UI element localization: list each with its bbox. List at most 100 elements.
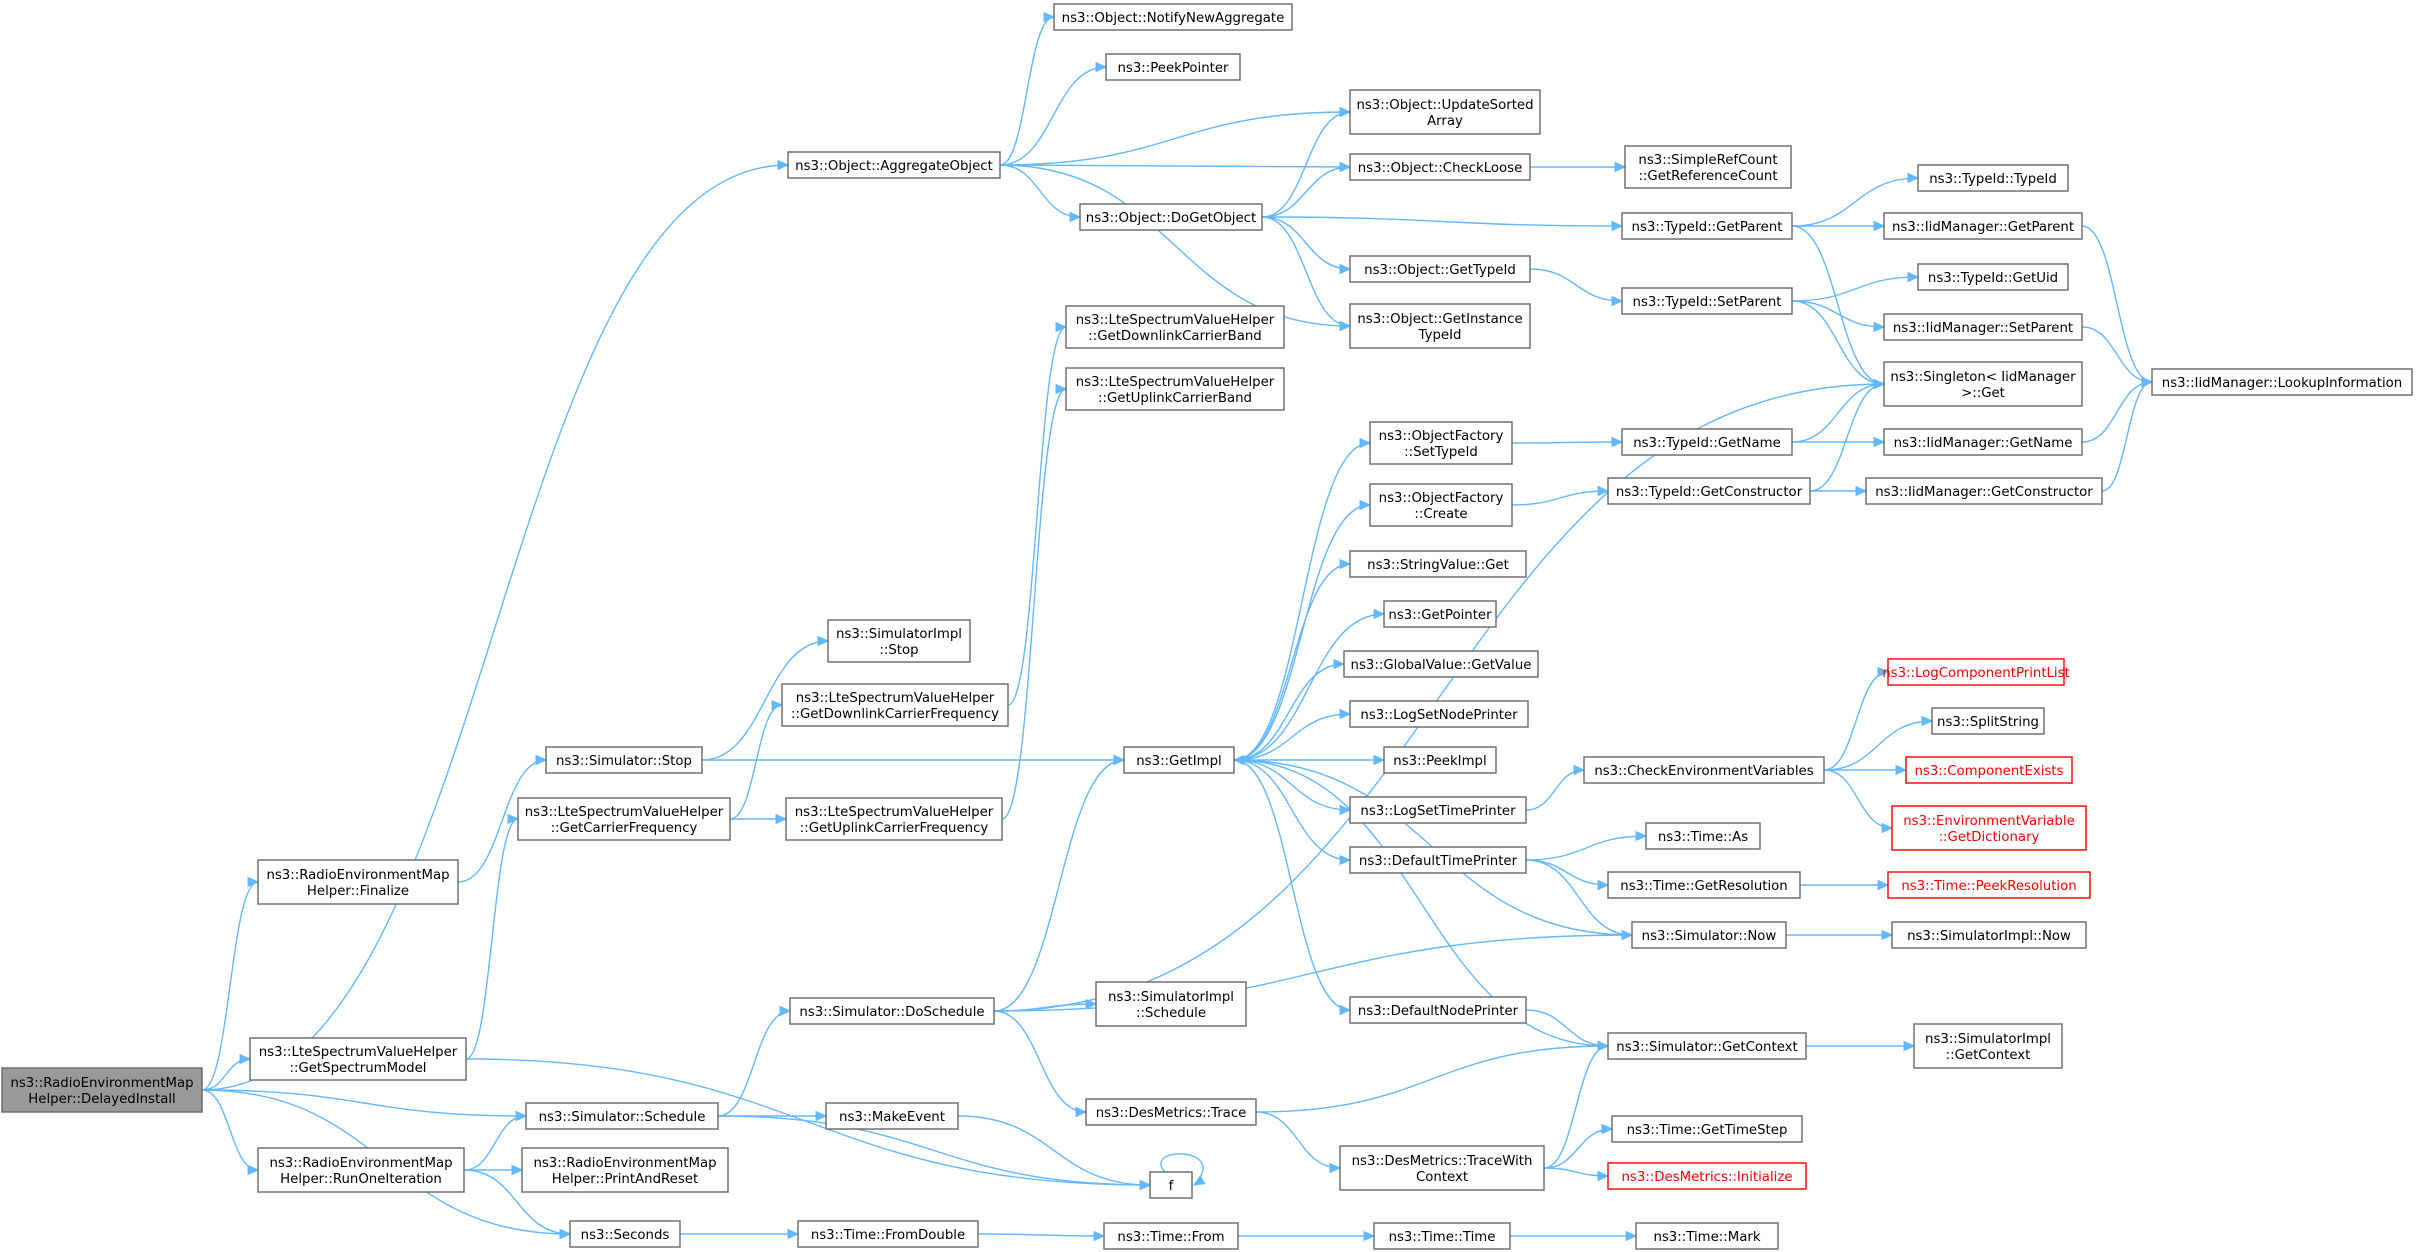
node-simulator-now[interactable]: ns3::Simulator::Now: [1631, 921, 1787, 949]
edge-arrowhead: [1635, 830, 1648, 842]
node-label: ns3::GetImpl: [1136, 754, 1221, 769]
edge-arrowhead: [1339, 263, 1352, 275]
call-edge-get-uplink-carrier-frequency-to-get-uplink-carrier-band: [1001, 388, 1067, 820]
node-time-mark[interactable]: ns3::Time::Mark: [1635, 1222, 1779, 1250]
node-simulator-get-context[interactable]: ns3::Simulator::GetContext: [1607, 1032, 1807, 1060]
node-default-node-printer[interactable]: ns3::DefaultNodePrinter: [1349, 996, 1527, 1024]
node-iid-get-constructor[interactable]: ns3::IidManager::GetConstructor: [1865, 477, 2103, 505]
node-label: ns3::CheckEnvironmentVariables: [1594, 764, 1813, 779]
node-simulator-schedule[interactable]: ns3::Simulator::Schedule: [525, 1102, 719, 1130]
node-type-id-get-name[interactable]: ns3::TypeId::GetName: [1621, 428, 1793, 456]
node-box: [1883, 313, 2083, 341]
node-des-metrics-trace[interactable]: ns3::DesMetrics::Trace: [1085, 1098, 1257, 1126]
node-type-id-get-constructor[interactable]: ns3::TypeId::GetConstructor: [1607, 477, 1811, 505]
node-time-get-time-step[interactable]: ns3::Time::GetTimeStep: [1611, 1115, 1803, 1143]
node-run-one-iteration[interactable]: ns3::RadioEnvironmentMapHelper::RunOneIt…: [257, 1147, 465, 1193]
node-notify-new-aggregate[interactable]: ns3::Object::NotifyNewAggregate: [1053, 3, 1293, 31]
node-global-value-get-value[interactable]: ns3::GlobalValue::GetValue: [1343, 650, 1539, 678]
node-box: [1905, 756, 2073, 784]
node-iid-get-parent[interactable]: ns3::IidManager::GetParent: [1883, 212, 2083, 240]
edge-arrowhead: [1373, 754, 1386, 766]
node-time-as[interactable]: ns3::Time::As: [1645, 822, 1761, 850]
node-type-id-type-id[interactable]: ns3::TypeId::TypeId: [1917, 164, 2069, 192]
node-get-spectrum-model[interactable]: ns3::LteSpectrumValueHelper::GetSpectrum…: [249, 1037, 467, 1081]
call-edge-run-one-iteration-to-seconds: [463, 1169, 571, 1235]
edge-arrowhead: [1611, 220, 1624, 232]
node-box: [1887, 658, 2065, 686]
node-des-metrics-initialize[interactable]: ns3::DesMetrics::Initialize: [1607, 1162, 1807, 1190]
node-label: ns3::IidManager::GetParent: [1892, 220, 2074, 235]
node-iid-set-parent[interactable]: ns3::IidManager::SetParent: [1883, 313, 2083, 341]
node-seconds[interactable]: ns3::Seconds: [569, 1220, 681, 1248]
node-simulator-stop[interactable]: ns3::Simulator::Stop: [545, 746, 703, 774]
node-sim-impl-stop[interactable]: ns3::SimulatorImpl::Stop: [827, 619, 971, 663]
node-component-exists[interactable]: ns3::ComponentExists: [1905, 756, 2073, 784]
edge-arrowhead: [1907, 271, 1920, 283]
node-box: [1349, 89, 1541, 135]
node-log-component-print-list[interactable]: ns3::LogComponentPrintList: [1882, 658, 2070, 686]
node-get-impl[interactable]: ns3::GetImpl: [1123, 746, 1235, 774]
node-box: [1349, 255, 1531, 283]
node-check-environment-variables[interactable]: ns3::CheckEnvironmentVariables: [1583, 756, 1825, 784]
node-iid-get-name[interactable]: ns3::IidManager::GetName: [1883, 428, 2083, 456]
node-box: [1149, 1171, 1193, 1199]
node-time-from[interactable]: ns3::Time::From: [1103, 1222, 1239, 1250]
node-set-type-id[interactable]: ns3::ObjectFactory::SetTypeId: [1369, 421, 1513, 465]
node-type-id-get-parent[interactable]: ns3::TypeId::GetParent: [1621, 212, 1793, 240]
node-make-event[interactable]: ns3::MakeEvent: [825, 1102, 959, 1130]
node-sim-impl-now[interactable]: ns3::SimulatorImpl::Now: [1891, 921, 2087, 949]
node-aggregate-object[interactable]: ns3::Object::AggregateObject: [787, 151, 1001, 179]
node-box: [1583, 756, 1825, 784]
node-label: ns3::RadioEnvironmentMap: [269, 1156, 452, 1171]
node-env-get-dictionary[interactable]: ns3::EnvironmentVariable::GetDictionary: [1891, 805, 2087, 851]
call-edges: [201, 11, 2154, 1242]
node-label: ns3::Seconds: [581, 1228, 670, 1243]
node-root[interactable]: ns3::RadioEnvironmentMapHelper::DelayedI…: [1, 1067, 203, 1113]
node-get-uplink-carrier-band[interactable]: ns3::LteSpectrumValueHelper::GetUplinkCa…: [1065, 367, 1285, 411]
node-check-loose[interactable]: ns3::Object::CheckLoose: [1349, 153, 1531, 181]
node-get-downlink-carrier-frequency[interactable]: ns3::LteSpectrumValueHelper::GetDownlink…: [781, 683, 1009, 727]
node-time-peek-resolution[interactable]: ns3::Time::PeekResolution: [1887, 871, 2091, 899]
node-label: Context: [1416, 1170, 1468, 1185]
node-get-downlink-carrier-band[interactable]: ns3::LteSpectrumValueHelper::GetDownlink…: [1065, 305, 1285, 349]
node-peek-pointer[interactable]: ns3::PeekPointer: [1105, 53, 1241, 81]
node-type-id-get-uid[interactable]: ns3::TypeId::GetUid: [1917, 263, 2069, 291]
node-log-set-time-printer[interactable]: ns3::LogSetTimePrinter: [1349, 796, 1527, 824]
call-edge-iid-get-parent-to-lookup-information: [2081, 225, 2153, 383]
node-label: Array: [1427, 114, 1463, 129]
node-sim-impl-schedule[interactable]: ns3::SimulatorImpl::Schedule: [1095, 981, 1247, 1027]
node-factory-create[interactable]: ns3::ObjectFactory::Create: [1369, 483, 1513, 527]
node-log-set-node-printer[interactable]: ns3::LogSetNodePrinter: [1349, 700, 1529, 728]
node-do-schedule[interactable]: ns3::Simulator::DoSchedule: [789, 997, 995, 1025]
call-edge-root-to-rem-finalize: [201, 881, 259, 1091]
edge-arrowhead: [1095, 61, 1108, 73]
node-lookup-information[interactable]: ns3::IidManager::LookupInformation: [2151, 368, 2413, 396]
node-f[interactable]: f: [1149, 1171, 1193, 1199]
node-get-pointer[interactable]: ns3::GetPointer: [1383, 600, 1497, 628]
node-peek-impl[interactable]: ns3::PeekImpl: [1383, 746, 1497, 774]
node-sim-impl-get-context[interactable]: ns3::SimulatorImpl::GetContext: [1913, 1023, 2063, 1069]
node-box: [797, 1220, 979, 1248]
node-default-time-printer[interactable]: ns3::DefaultTimePrinter: [1349, 846, 1527, 874]
node-simple-ref-count[interactable]: ns3::SimpleRefCount::GetReferenceCount: [1624, 145, 1792, 189]
node-time-time[interactable]: ns3::Time::Time: [1373, 1222, 1511, 1250]
node-time-get-resolution[interactable]: ns3::Time::GetResolution: [1607, 871, 1801, 899]
edge-arrowhead: [771, 699, 784, 711]
node-split-string[interactable]: ns3::SplitString: [1931, 707, 2045, 735]
node-type-id-set-parent[interactable]: ns3::TypeId::SetParent: [1621, 287, 1793, 315]
node-label: Helper::Finalize: [307, 884, 409, 899]
node-singleton-get[interactable]: ns3::Singleton< IidManager>::Get: [1883, 361, 2083, 407]
node-print-and-reset[interactable]: ns3::RadioEnvironmentMapHelper::PrintAnd…: [521, 1147, 729, 1193]
node-string-value-get[interactable]: ns3::StringValue::Get: [1349, 550, 1527, 578]
node-get-carrier-frequency[interactable]: ns3::LteSpectrumValueHelper::GetCarrierF…: [517, 797, 731, 841]
node-time-from-double[interactable]: ns3::Time::FromDouble: [797, 1220, 979, 1248]
node-get-type-id[interactable]: ns3::Object::GetTypeId: [1349, 255, 1531, 283]
node-do-get-object[interactable]: ns3::Object::DoGetObject: [1079, 203, 1263, 231]
node-get-uplink-carrier-frequency[interactable]: ns3::LteSpectrumValueHelper::GetUplinkCa…: [785, 797, 1003, 841]
node-label: ns3::Object::DoGetObject: [1086, 211, 1256, 226]
edge-arrowhead: [1873, 378, 1886, 390]
